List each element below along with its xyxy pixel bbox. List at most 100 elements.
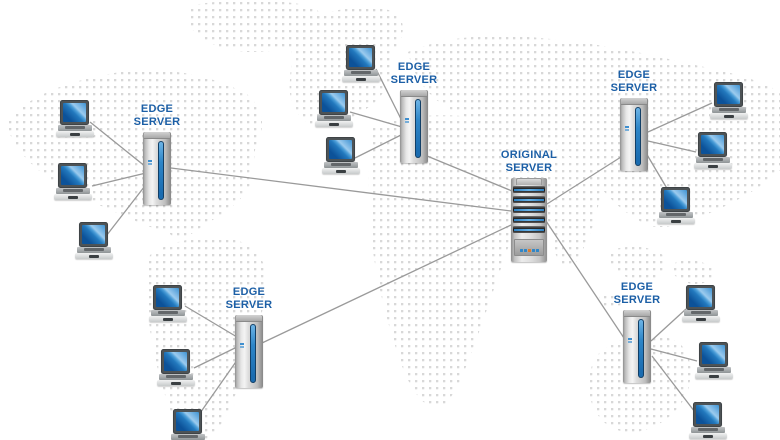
laptop-top-left-2 (54, 163, 92, 201)
edge-server-top-right: EDGE SERVER (611, 69, 657, 171)
laptop-screen (698, 132, 727, 157)
laptop-screen (153, 285, 182, 310)
connection-line-edge-bottom-middle-to-laptop-1 (184, 305, 238, 338)
laptop-keyboard (317, 115, 351, 121)
connection-line-edge-bottom-middle-to-laptop-3 (197, 355, 241, 417)
edge-server-label: EDGE SERVER (610, 69, 658, 94)
tower-logo (405, 118, 409, 120)
edge-server-bottom-right: EDGE SERVER (614, 281, 660, 383)
laptop-touchpad (724, 114, 734, 118)
connection-line-edge-top-left-to-laptop-2 (91, 172, 147, 187)
laptop-keyboard (56, 188, 90, 194)
laptop-screen (326, 137, 355, 162)
laptop-keyboard (696, 157, 730, 163)
laptop-screen (686, 285, 715, 310)
laptop-keyboard (691, 427, 725, 433)
connection-line-edge-top-middle-to-laptop-1 (375, 68, 403, 122)
laptop-keyboard (171, 434, 205, 440)
laptop-keyboard (659, 212, 693, 218)
server-tower-icon (623, 310, 651, 383)
laptop-screen (58, 163, 87, 188)
laptop-screen (693, 402, 722, 427)
edge-server-label: EDGE SERVER (133, 103, 181, 128)
status-led (527, 249, 531, 252)
islands-southeast-asia-2 (672, 260, 715, 284)
connection-line-edge-bottom-middle-to-laptop-2 (193, 346, 238, 369)
laptop-keyboard (151, 310, 185, 316)
connection-line-edge-top-middle-to-laptop-2 (349, 111, 403, 128)
status-led (523, 249, 527, 252)
islands-southeast-asia-3 (598, 292, 623, 309)
rack-bands (513, 186, 545, 236)
status-led (535, 249, 539, 252)
laptop-keyboard (159, 374, 193, 380)
laptop-bottom-middle-2 (157, 349, 195, 387)
laptop-touchpad (708, 164, 718, 168)
laptop-touchpad (356, 77, 366, 81)
tower-logo (628, 338, 632, 340)
edge-server-top-left: EDGE SERVER (134, 103, 180, 205)
laptop-bottom-right-2 (695, 342, 733, 380)
laptop-screen (346, 45, 375, 70)
continent-greenland (187, 0, 326, 52)
laptop-top-middle-3 (322, 137, 360, 175)
continent-asia (408, 35, 780, 228)
tower-logo (240, 343, 244, 345)
server-tower-icon (400, 90, 428, 163)
laptop-top-right-2 (694, 132, 732, 170)
edge-server-label: EDGE SERVER (613, 281, 661, 306)
laptop-top-right-3 (657, 187, 695, 225)
original-server: ORIGINAL SERVER (501, 149, 557, 262)
original-server-label: ORIGINAL SERVER (500, 149, 558, 174)
edge-server-bottom-middle: EDGE SERVER (226, 286, 272, 388)
tower-blue-stripe (635, 107, 641, 166)
rack-server-tower-icon (511, 178, 547, 262)
laptop-keyboard (344, 70, 378, 76)
server-tower-icon (143, 132, 171, 205)
laptop-screen (661, 187, 690, 212)
laptop-touchpad (709, 374, 719, 378)
laptop-screen (161, 349, 190, 374)
status-led (531, 249, 535, 252)
edge-server-label: EDGE SERVER (225, 286, 273, 311)
tower-cap (401, 90, 427, 97)
laptop-screen (60, 100, 89, 125)
laptop-touchpad (68, 195, 78, 199)
laptop-screen (173, 409, 202, 434)
edge-server-label: EDGE SERVER (390, 61, 438, 86)
tower-blue-stripe (415, 99, 421, 158)
status-led (519, 249, 523, 252)
connection-line-edge-bottom-right-to-laptop-2 (650, 348, 698, 362)
laptop-touchpad (696, 317, 706, 321)
laptop-touchpad (329, 122, 339, 126)
laptop-touchpad (703, 434, 713, 438)
laptop-bottom-middle-3 (169, 409, 207, 440)
connection-line-edge-top-left-to-laptop-1 (89, 121, 147, 168)
connection-line-original-to-edge-top-left (170, 167, 512, 212)
tower-blue-stripe (158, 141, 164, 200)
laptop-screen (319, 90, 348, 115)
connection-line-original-to-edge-bottom-right (545, 220, 625, 339)
connection-line-edge-bottom-right-to-laptop-3 (651, 355, 699, 417)
connection-line-edge-bottom-right-to-laptop-1 (650, 308, 687, 342)
tower-cap (236, 315, 262, 322)
laptop-touchpad (171, 381, 181, 385)
laptop-touchpad (70, 132, 80, 136)
laptop-top-left-3 (75, 222, 113, 260)
laptop-keyboard (697, 367, 731, 373)
laptop-top-middle-2 (315, 90, 353, 128)
laptop-bottom-right-3 (689, 402, 727, 440)
status-leds (515, 249, 543, 252)
islands-southeast-asia-1 (608, 246, 667, 281)
tower-cap (516, 178, 542, 185)
server-tower-icon (620, 98, 648, 171)
connection-line-original-to-edge-top-right (546, 156, 622, 205)
connection-line-edge-top-right-to-laptop-2 (647, 140, 697, 153)
edge-server-top-middle: EDGE SERVER (391, 61, 437, 163)
tower-cap (144, 132, 170, 139)
tower-logo (148, 160, 152, 162)
tower-blue-stripe (638, 319, 644, 378)
